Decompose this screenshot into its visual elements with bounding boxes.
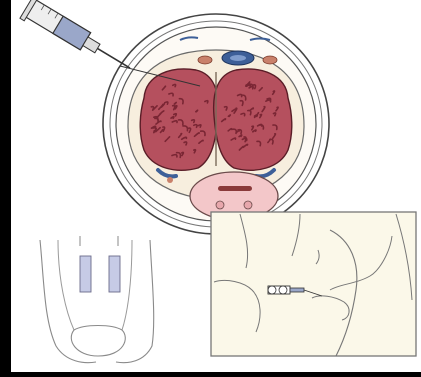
penile-cross-section-illustration — [103, 14, 329, 234]
self-injection-scene-illustration — [211, 212, 416, 356]
medical-illustration — [11, 0, 421, 372]
left-corpus-cavernosum — [140, 69, 218, 170]
figure-plate — [11, 0, 421, 372]
right-corpus-cavernosum — [214, 69, 292, 170]
penile-shaft-injection-sites-illustration — [40, 236, 154, 363]
